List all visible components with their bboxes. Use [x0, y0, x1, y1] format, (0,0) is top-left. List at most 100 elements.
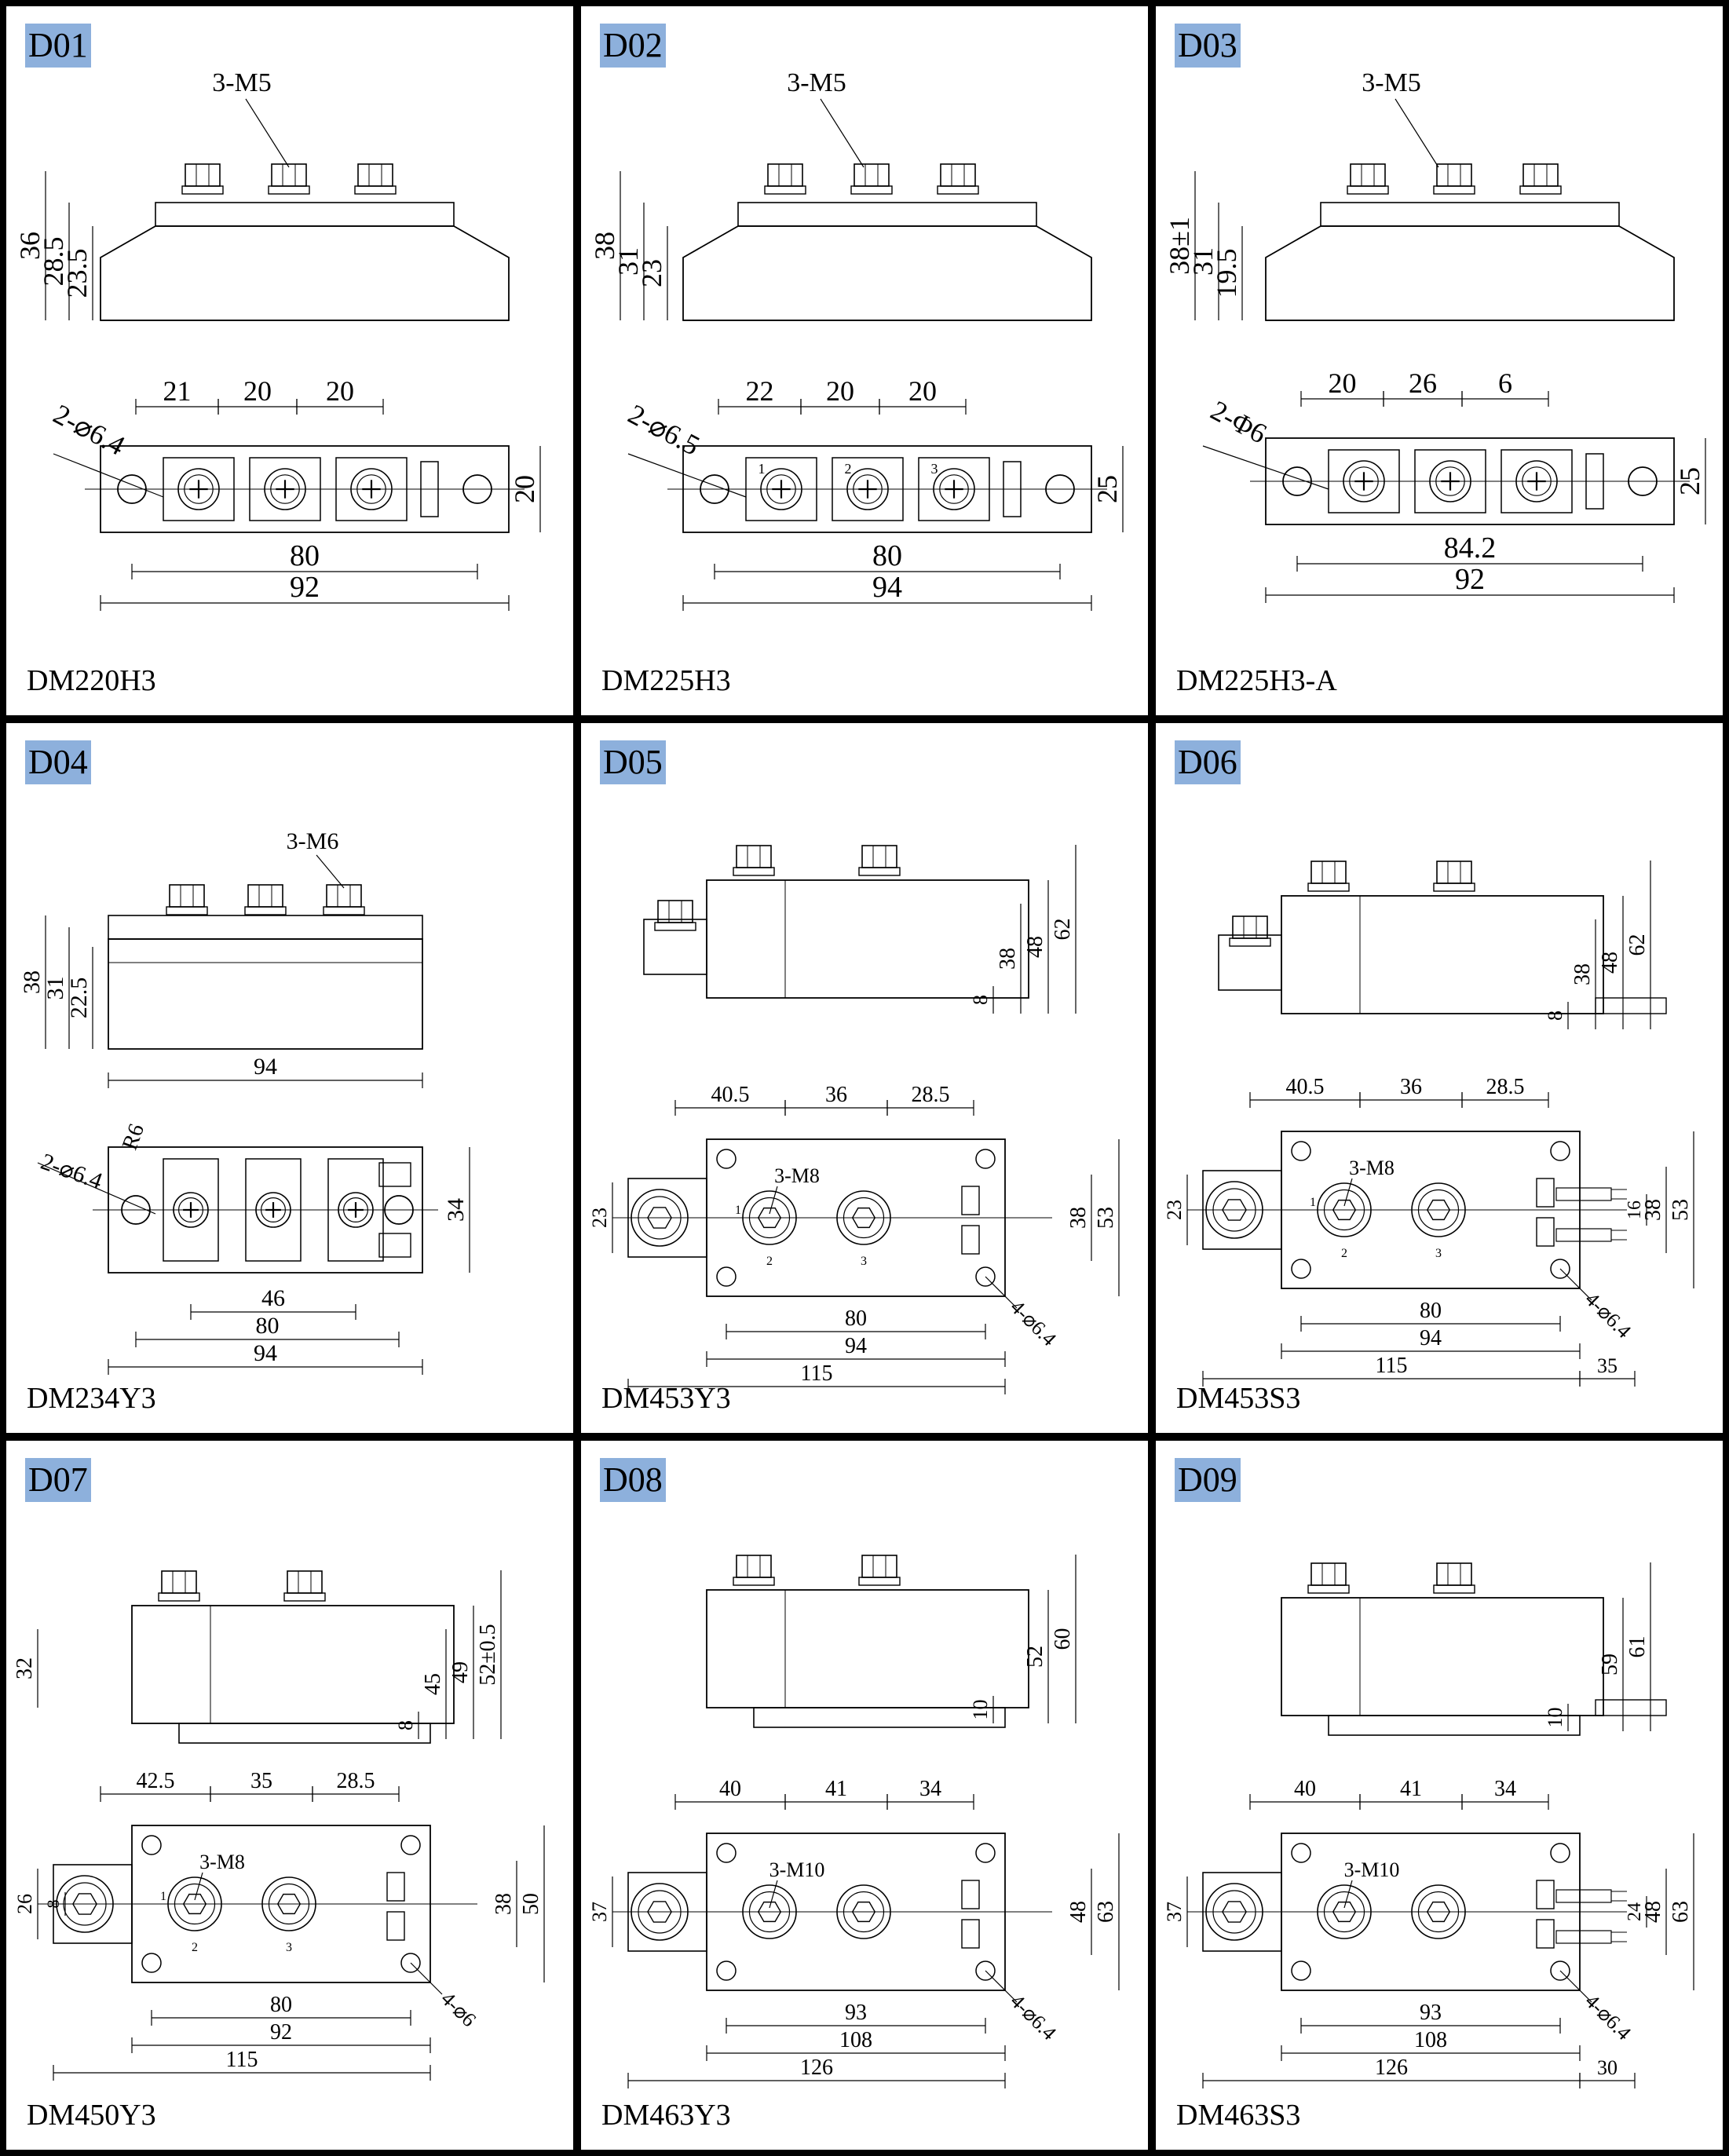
pitch-dim-2: 35 — [250, 1769, 272, 1793]
drawing-code-badge: D09 — [1175, 1457, 1241, 1502]
hole-span-dim: 93 — [845, 2001, 867, 2025]
side-length-dim: 94 — [254, 1054, 277, 1080]
pitch-dim-2: 36 — [1400, 1075, 1422, 1099]
hole-pitch-dim: 48 — [1641, 1901, 1665, 1923]
hole-callout: 4-⌀6.4 — [1581, 1990, 1636, 2045]
hole-span-dim: 84.2 — [1444, 532, 1497, 565]
height-dim-2: 48 — [1023, 936, 1047, 958]
height-dim-4: 8 — [1544, 1010, 1566, 1021]
pitch-dim-1: 22 — [746, 375, 774, 407]
connector-ext-dim: 35 — [1597, 1354, 1618, 1377]
body-length-dim: 94 — [1420, 1326, 1442, 1350]
terminal-number-1: 1 — [1310, 1196, 1316, 1209]
height-dim-2: 31 — [1187, 247, 1219, 276]
hole-span-dim: 80 — [256, 1313, 280, 1339]
terminal-number: 3 — [931, 461, 938, 477]
pitch-dim-1: 20 — [1329, 367, 1357, 399]
terminal-number-3: 3 — [1435, 1247, 1442, 1260]
height-dim-4: 8 — [394, 1720, 417, 1730]
terminal-number-2: 2 — [192, 1941, 198, 1954]
thread-label: 3-M5 — [1362, 68, 1421, 97]
pitch-dim-3: 20 — [908, 375, 937, 407]
length-dim: 115 — [1376, 1354, 1408, 1378]
terminal-number-1: 1 — [160, 1890, 166, 1903]
length-dim: 92 — [1455, 563, 1485, 596]
pitch-dim-2: 26 — [1409, 367, 1437, 399]
height-dim-2: 31 — [42, 977, 68, 1000]
pitch-dim-2: 41 — [825, 1777, 847, 1801]
drawing-code-badge: D07 — [25, 1457, 91, 1502]
pitch-dim-3: 34 — [1494, 1777, 1516, 1801]
terminal-number-2: 2 — [766, 1255, 773, 1268]
height-dim-3: 38 — [996, 948, 1020, 970]
height-dim-1: 62 — [1625, 934, 1650, 956]
pitch-dim-3: 20 — [326, 375, 354, 407]
pitch-dim-1: 40 — [1294, 1777, 1316, 1801]
lug-inner-dim: 8 — [43, 1899, 63, 1908]
hole-callout: 2-⌀6.4 — [49, 398, 130, 462]
height-dim-2: 28.5 — [38, 237, 69, 287]
pitch-dim-3: 28.5 — [912, 1083, 950, 1107]
pitch-dim: 46 — [261, 1285, 285, 1311]
length-dim: 94 — [872, 571, 902, 604]
pitch-dim-2: 36 — [825, 1083, 847, 1107]
terminal-number: 1 — [758, 461, 766, 477]
pitch-dim-1: 40.5 — [711, 1083, 750, 1107]
thread-label: 3-M5 — [212, 68, 272, 97]
length-dim: 126 — [1375, 2056, 1408, 2080]
thread-label: 3-M10 — [1344, 1858, 1400, 1881]
model-number-label: DM225H3 — [601, 664, 731, 698]
hole-span-dim: 80 — [845, 1306, 867, 1331]
model-number-label: DM463S3 — [1176, 2098, 1301, 2132]
height-dim-3: 23 — [636, 259, 667, 287]
height-dim-1: 38±1 — [1164, 217, 1195, 275]
drawing-code-badge: D06 — [1175, 740, 1241, 785]
model-number-label: DM453S3 — [1176, 1381, 1301, 1415]
width-dim: 63 — [1094, 1901, 1118, 1923]
height-dim-3: 22.5 — [66, 978, 92, 1019]
radius-label: R6 — [118, 1121, 149, 1153]
length-dim: 115 — [801, 1361, 833, 1386]
width-dim: 53 — [1094, 1207, 1118, 1229]
width-dim: 63 — [1669, 1901, 1693, 1923]
pitch-dim-1: 42.5 — [137, 1769, 175, 1793]
body-length-dim: 92 — [270, 2020, 292, 2045]
thread-label: 3-M6 — [287, 828, 339, 854]
hole-callout: 4-⌀6 — [437, 1987, 481, 2031]
width-dim: 53 — [1669, 1199, 1693, 1221]
pitch-dim-1: 40.5 — [1286, 1075, 1325, 1099]
drawing-code-badge: D02 — [600, 24, 666, 68]
height-dim-2: 49 — [448, 1661, 473, 1683]
pitch-dim-1: 40 — [719, 1777, 741, 1801]
height-dim-1: 36 — [14, 232, 46, 260]
hole-span-dim: 80 — [1420, 1299, 1442, 1323]
hole-pitch-dim: 38 — [1066, 1207, 1091, 1229]
height-dim-1: 60 — [1051, 1628, 1075, 1650]
height-dim-1: 61 — [1625, 1635, 1650, 1657]
lug-width-dim: 37 — [1163, 1902, 1186, 1922]
width-dim: 25 — [1674, 467, 1705, 495]
height-dim-3: 19.5 — [1211, 249, 1242, 298]
length-dim: 94 — [254, 1340, 277, 1366]
hole-callout: 4-⌀6.4 — [1006, 1295, 1061, 1350]
height-dim-1: 62 — [1051, 919, 1075, 941]
terminal-number-1: 1 — [735, 1204, 741, 1217]
thread-label: 3-M10 — [769, 1858, 825, 1881]
body-length-dim: 94 — [845, 1334, 867, 1358]
connector-dim: 24 — [1625, 1902, 1645, 1921]
hole-pitch-dim: 38 — [492, 1893, 516, 1915]
body-length-dim: 108 — [839, 2028, 872, 2052]
height-dim-2: 52 — [1023, 1646, 1047, 1668]
hole-span-dim: 93 — [1420, 2001, 1442, 2025]
model-number-label: DM463Y3 — [601, 2098, 731, 2132]
pitch-dim-3: 28.5 — [337, 1769, 375, 1793]
hole-pitch-dim: 48 — [1066, 1901, 1091, 1923]
